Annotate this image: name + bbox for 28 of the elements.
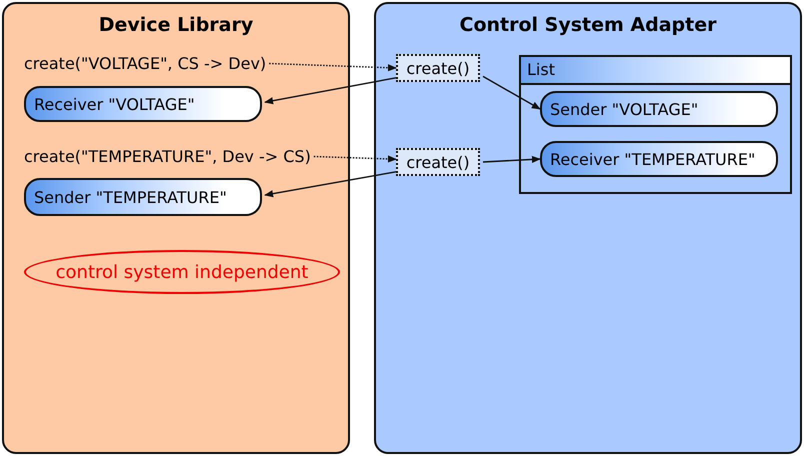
box-label: Receiver "VOLTAGE" <box>34 94 195 114</box>
note-ellipse <box>24 250 340 294</box>
arrow <box>482 156 541 164</box>
library-panel <box>2 2 350 454</box>
note-text: control system independent <box>56 262 308 282</box>
arrow <box>314 155 397 163</box>
box-label: Sender "VOLTAGE" <box>550 100 698 118</box>
object-box <box>24 86 262 122</box>
box-label: Receiver "TEMPERATURE" <box>550 150 756 168</box>
arrow <box>264 171 396 198</box>
panel-title: Control System Adapter <box>458 14 718 36</box>
code-text: create("VOLTAGE", CS -> Dev) <box>24 54 266 73</box>
object-box <box>540 141 778 177</box>
arrow <box>269 62 397 72</box>
object-box <box>540 91 778 127</box>
box-label: create() <box>406 152 470 172</box>
function-box <box>396 148 480 176</box>
adapter-panel <box>374 2 802 454</box>
list-header: List <box>521 57 790 85</box>
code-text: create("TEMPERATURE", Dev -> CS) <box>24 147 311 166</box>
object-box <box>24 178 262 216</box>
list-box <box>519 55 792 194</box>
panel-title: Device Library <box>98 14 254 36</box>
box-label: create() <box>406 58 470 78</box>
arrow <box>482 76 541 110</box>
box-label: Sender "TEMPERATURE" <box>34 188 227 206</box>
function-box <box>396 54 480 82</box>
arrow <box>264 77 396 104</box>
